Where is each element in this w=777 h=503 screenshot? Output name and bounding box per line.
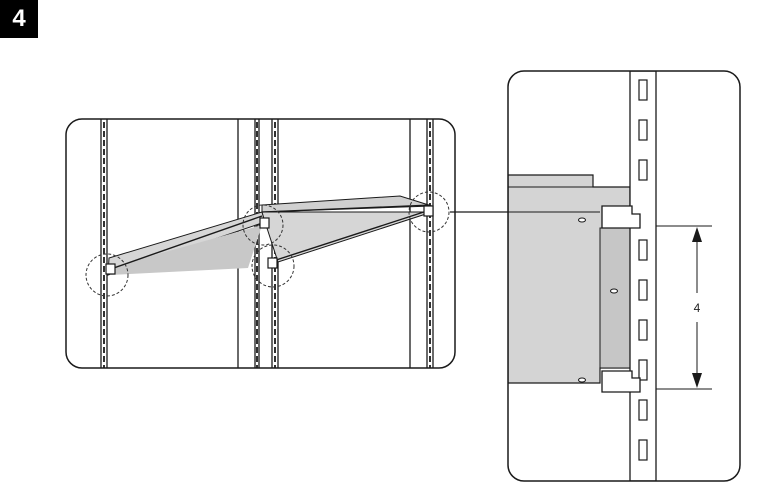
upright-rail <box>629 71 657 481</box>
callout-circle <box>85 191 450 297</box>
detail-panel: 4 <box>507 70 741 482</box>
overview-panel-frame <box>65 118 456 369</box>
shelf-panel-left <box>107 211 266 276</box>
mounting-hole <box>578 217 618 383</box>
upright-post-left <box>100 119 108 368</box>
bracket-hook <box>601 205 641 393</box>
detail-panel-frame <box>507 70 741 482</box>
dimension-label: 4 <box>694 301 701 315</box>
step-number-badge: 4 <box>0 0 38 38</box>
dimension-indicator <box>656 225 712 390</box>
upright-post-right <box>409 119 434 368</box>
overview-panel <box>65 118 456 369</box>
dimension-arrow-bottom <box>692 373 702 388</box>
shelf-panel-right <box>261 195 433 263</box>
dimension-arrow-top <box>692 227 702 242</box>
shelf-bracket <box>105 205 434 275</box>
